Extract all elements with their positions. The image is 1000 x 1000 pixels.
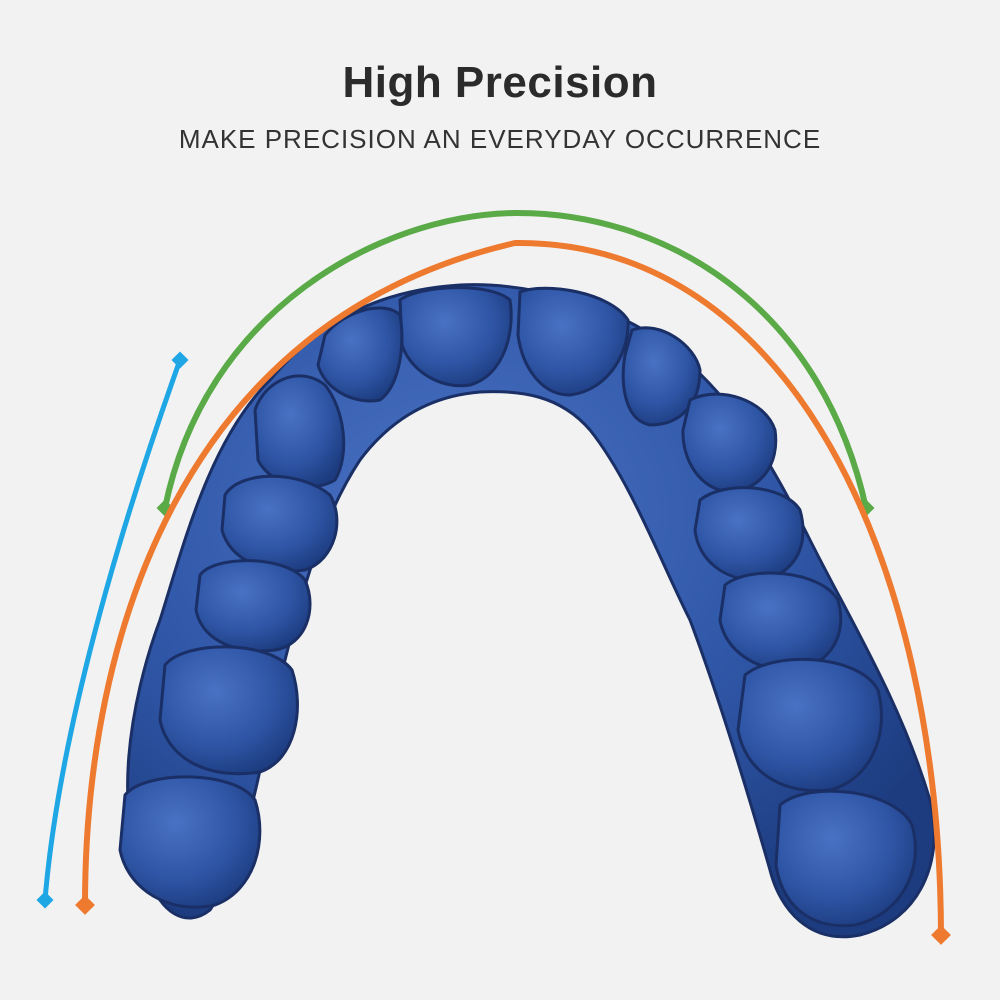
page-title: High Precision [342, 58, 658, 107]
teeth-front [253, 286, 778, 494]
teeth-right-side [693, 486, 917, 928]
orange-arc-right-marker [931, 925, 951, 945]
orange-arc-left-marker [75, 895, 95, 915]
tooth-premolar-right-1 [693, 486, 805, 582]
page-subtitle: MAKE PRECISION AN EVERYDAY OCCURRENCE [178, 124, 822, 154]
tooth-incisor-right [516, 286, 630, 397]
tooth-canine-right [681, 392, 778, 494]
tooth-canine-left [253, 374, 346, 489]
tooth-lateral-left [316, 306, 404, 403]
blue-line-bottom-marker [36, 891, 54, 909]
teeth-left-side [118, 474, 339, 909]
tooth-premolar-left-2 [194, 559, 312, 653]
blue-line-top-marker [171, 351, 189, 369]
tooth-premolar-left-1 [220, 474, 339, 573]
tooth-lateral-right [621, 326, 702, 427]
tooth-premolar-right-2 [718, 571, 843, 672]
tooth-molar-left-1 [158, 645, 299, 776]
tooth-molar-right-2 [774, 789, 917, 928]
tooth-incisor-left [398, 286, 513, 388]
tooth-molar-left-2 [118, 775, 262, 909]
green-arc [162, 209, 869, 511]
orange-arc [82, 239, 944, 938]
tooth-molar-right-1 [736, 657, 883, 793]
blue-line [42, 357, 183, 903]
